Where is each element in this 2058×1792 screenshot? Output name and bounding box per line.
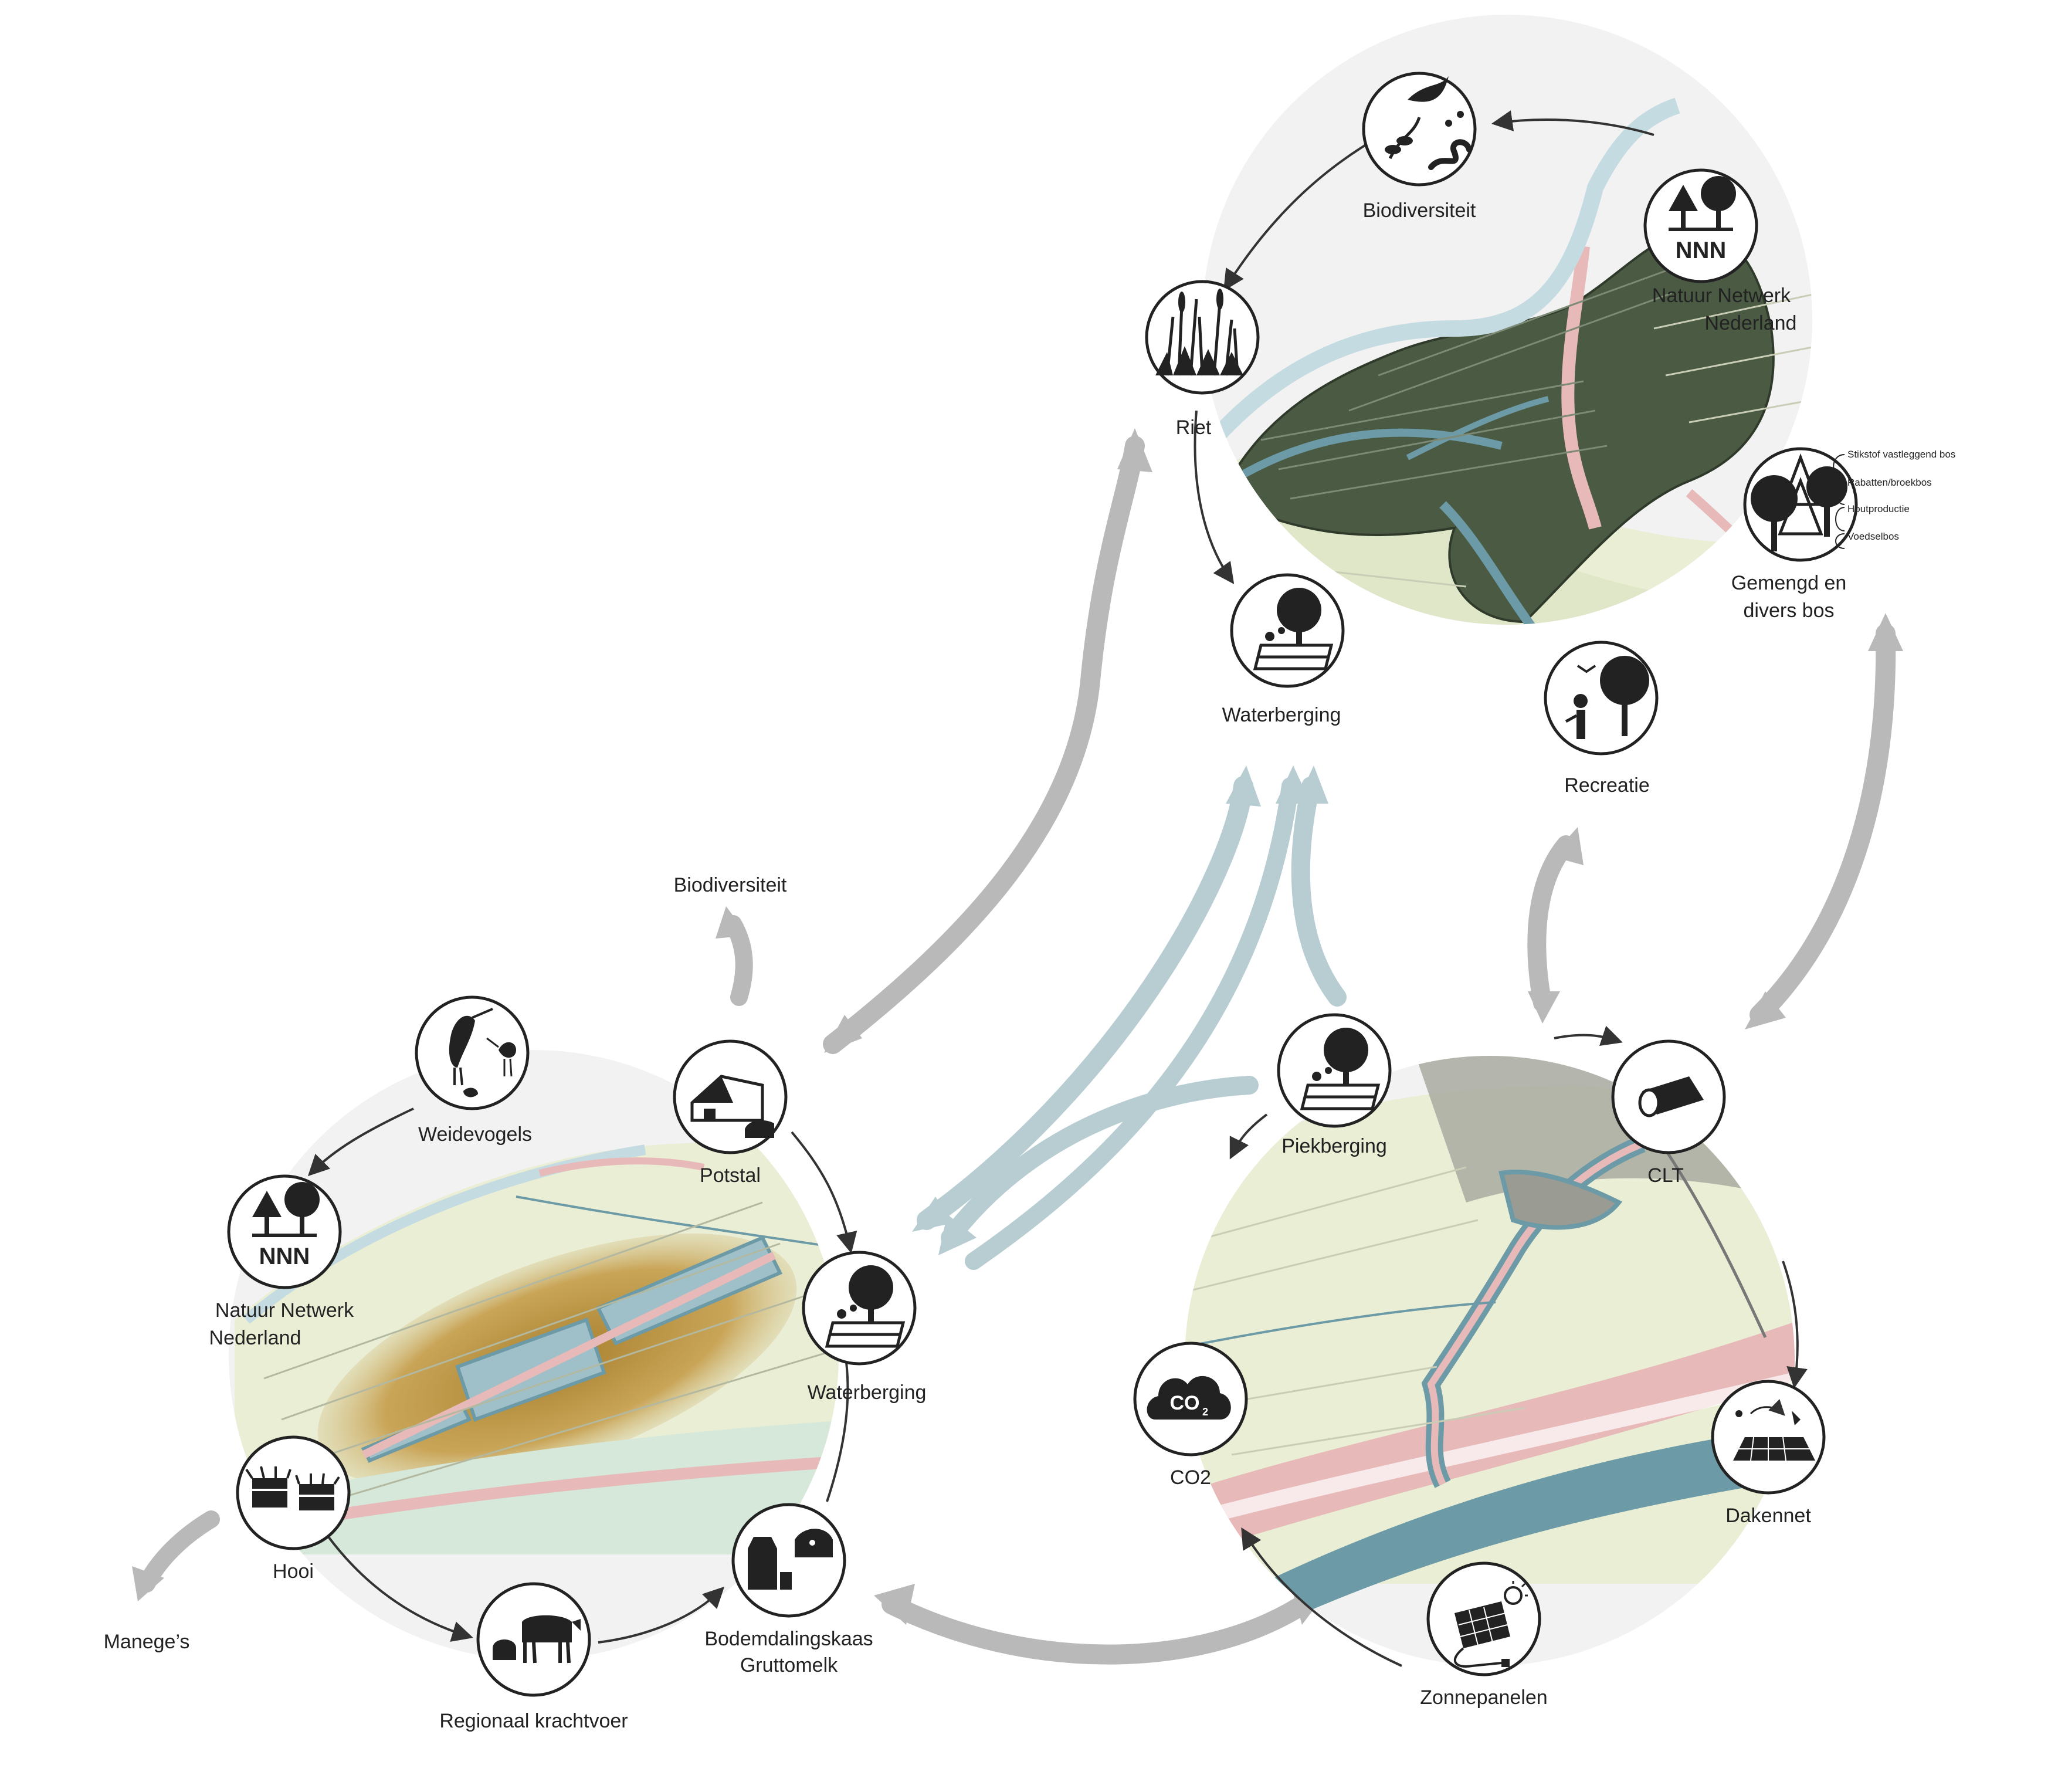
label-left-hooi: Hooi <box>273 1560 314 1583</box>
co2-icon: CO 2 <box>1133 1342 1248 1456</box>
label-top-nnn-line1: Natuur Netwerk <box>1652 284 1791 307</box>
label-top-nnn-line2: Nederland <box>1705 312 1797 334</box>
label-right-clt: CLT <box>1647 1164 1684 1187</box>
recreatie-icon <box>1544 641 1659 756</box>
left-cluster: Weidevogels Potstal NNN Natuur Netwerk N… <box>104 874 927 1732</box>
nnn-icon-top: NNN <box>1643 168 1758 283</box>
top-cycle-ring <box>1194 110 1654 584</box>
flow-water-left-to-top-1-head <box>1226 765 1261 807</box>
zonnepanelen-icon <box>1426 1561 1541 1676</box>
label-left-nnn-line1: Natuur Netwerk <box>215 1299 354 1322</box>
label-left-maneges: Manege’s <box>104 1631 190 1653</box>
potstal-icon <box>673 1039 788 1154</box>
flow-hooi-to-manege-head <box>132 1566 164 1601</box>
mixed-forest-icon <box>1743 447 1858 562</box>
forest-type-1: Stikstof vastleggend bos <box>1847 449 1955 460</box>
forest-types-list <box>1833 454 1845 549</box>
label-right-dakennet: Dakennet <box>1725 1505 1811 1527</box>
flow-clt-to-bos-head2 <box>1745 991 1786 1029</box>
flow-piek-to-top <box>1291 777 1347 1007</box>
flow-biodiversiteit-small-head <box>716 906 748 939</box>
label-top-biodiversiteit: Biodiversiteit <box>1363 199 1476 222</box>
flow-left-to-riet <box>823 436 1145 1054</box>
right-landscape-map <box>1185 1056 1795 1619</box>
label-right-zonnepanelen: Zonnepanelen <box>1420 1686 1547 1709</box>
piekberging-icon <box>1277 1013 1392 1128</box>
flow-clt-to-bos-head1 <box>1868 613 1903 651</box>
label-top-gemengd-line1: Gemengd en <box>1731 572 1847 594</box>
label-left-kaas-line1: Bodemdalingskaas <box>704 1628 873 1650</box>
flow-left-to-riet-head <box>1117 428 1152 472</box>
forest-type-4: Voedselbos <box>1847 531 1899 542</box>
label-top-gemengd-line2: divers bos <box>1744 599 1835 622</box>
label-left-nnn-line2: Nederland <box>209 1327 301 1349</box>
co2-icon-sub: 2 <box>1202 1406 1208 1418</box>
flow-arrows <box>132 428 1903 1665</box>
forest-type-2: Rabatten/broekbos <box>1847 477 1932 488</box>
top-cluster: Biodiversiteit Riet NNN Natuur Netwerk N… <box>1145 15 1955 797</box>
nnn-icon-top-text: NNN <box>1676 238 1727 263</box>
nnn-icon-left-text: NNN <box>259 1244 310 1269</box>
left-landscape-map <box>233 1142 839 1554</box>
label-left-waterberging: Waterberging <box>808 1381 927 1404</box>
forest-type-3: Houtproductie <box>1847 503 1910 514</box>
dakennet-icon <box>1711 1380 1826 1495</box>
hooi-icon <box>236 1435 351 1550</box>
label-right-co2: CO2 <box>1170 1466 1211 1489</box>
flow-water-left-to-top-1 <box>917 776 1253 1230</box>
flow-water-left-to-top-2 <box>965 777 1299 1270</box>
riet-icon <box>1145 280 1260 395</box>
label-left-potstal: Potstal <box>700 1164 761 1187</box>
label-right-piekberging: Piekberging <box>1281 1135 1387 1157</box>
right-cluster: Piekberging CLT CO 2 CO2 Dakennet <box>1133 1013 1826 1709</box>
flow-right-to-recreatie-head2 <box>1528 991 1560 1024</box>
label-top-recreatie: Recreatie <box>1564 774 1650 797</box>
flow-water-left-to-top-1-tail <box>912 1197 953 1232</box>
right-cycle-ring <box>1229 1025 1808 1670</box>
waterberging-icon-left <box>802 1251 917 1366</box>
krachtvoer-icon <box>476 1582 591 1697</box>
flow-left-right-bottom-head1 <box>874 1584 915 1625</box>
kaas-melk-icon <box>731 1503 846 1618</box>
label-left-weidevogels: Weidevogels <box>418 1123 532 1146</box>
nnn-icon-left: NNN <box>227 1174 342 1289</box>
flow-right-to-recreatie-head1 <box>1551 827 1584 865</box>
label-left-kaas-line2: Gruttomelk <box>740 1654 838 1676</box>
label-left-krachtvoer: Regionaal krachtvoer <box>439 1710 628 1732</box>
flow-left-right-bottom <box>881 1591 1318 1665</box>
flow-piek-to-left <box>941 1076 1259 1247</box>
label-top-riet: Riet <box>1176 416 1212 439</box>
flow-hooi-to-manege <box>138 1510 220 1593</box>
label-top-waterberging: Waterberging <box>1222 704 1341 726</box>
label-left-biodiversiteit-top: Biodiversiteit <box>674 874 787 896</box>
clt-icon <box>1611 1039 1726 1154</box>
flow-right-to-recreatie <box>1527 835 1575 1012</box>
flow-left-to-riet-tail <box>824 1015 862 1053</box>
weidevogels-icon <box>415 995 530 1110</box>
flow-clt-to-bos <box>1750 624 1896 1025</box>
biodiversiteit-icon <box>1362 72 1477 187</box>
flow-piek-to-top-head <box>1296 765 1328 804</box>
co2-icon-text: CO <box>1170 1392 1200 1414</box>
waterberging-icon-top <box>1230 573 1345 688</box>
flow-piek-to-left-head <box>938 1214 977 1255</box>
